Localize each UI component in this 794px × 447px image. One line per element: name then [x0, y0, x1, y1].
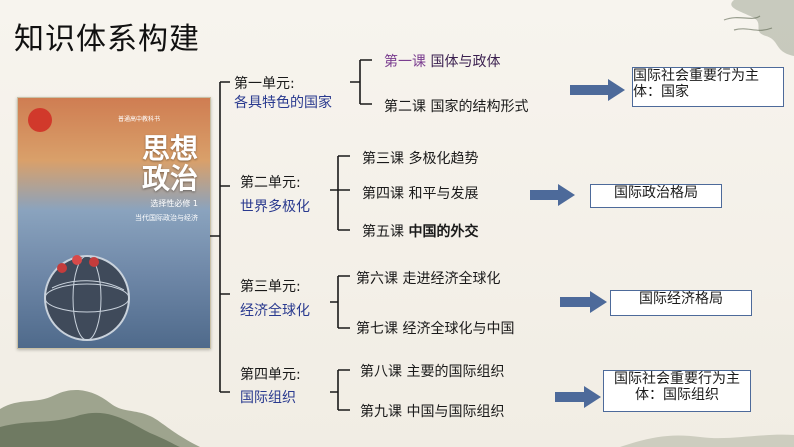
- book-subtitle: 选择性必修 1: [150, 199, 198, 208]
- arrow-icon: [560, 291, 607, 313]
- arrow-icon: [555, 386, 601, 408]
- lesson4-no: 第四课: [362, 186, 404, 202]
- lesson4-name: 和平与发展: [408, 186, 479, 202]
- arrow-icon: [570, 79, 625, 101]
- unit1-name: 各具特色的国家: [234, 95, 332, 111]
- unit3-name: 经济全球化: [240, 303, 310, 319]
- arrow-icon: [530, 184, 575, 206]
- unit4-result: 国际社会重要行为主体：国际组织: [603, 370, 751, 412]
- unit3-heading: 第三单元:: [240, 279, 301, 295]
- lesson8-name: 主要的国际组织: [406, 364, 505, 380]
- mountain-decoration: [0, 389, 794, 447]
- lesson1-name: 国体与政体: [430, 54, 501, 70]
- tree-decoration: [723, 0, 794, 56]
- lesson2-name: 国家的结构形式: [430, 99, 529, 115]
- lesson6-name: 走进经济全球化: [402, 271, 501, 287]
- lesson5-name: 中国的外交: [408, 224, 479, 240]
- unit2-heading: 第二单元:: [240, 175, 301, 191]
- lesson7-name: 经济全球化与中国: [402, 321, 515, 337]
- lesson6: 第六课 走进经济全球化: [356, 268, 500, 288]
- unit1-result: 国际社会重要行为主体：国家: [632, 67, 784, 107]
- book-title-line2: 政治: [141, 162, 198, 195]
- unit1-heading: 第一单元:: [234, 76, 295, 92]
- lesson1-no: 第一课: [384, 54, 426, 70]
- lesson3-name: 多极化趋势: [408, 151, 479, 167]
- unit4-heading: 第四单元:: [240, 367, 301, 383]
- unit2-result: 国际政治格局: [590, 184, 722, 208]
- lesson9: 第九课 中国与国际组织: [360, 401, 504, 421]
- lesson8: 第八课 主要的国际组织: [360, 361, 504, 381]
- textbook-cover: 普通高中教科书 思想 政治 选择性必修 1 当代国际政治与经济: [17, 97, 211, 349]
- page-title: 知识体系构建: [14, 22, 200, 57]
- book-title: 思想 政治: [142, 134, 198, 194]
- unit3-result: 国际经济格局: [610, 290, 752, 316]
- lesson8-no: 第八课: [360, 364, 402, 380]
- lesson6-no: 第六课: [356, 271, 398, 287]
- lesson2-no: 第二课: [384, 99, 426, 115]
- lesson9-no: 第九课: [360, 404, 402, 420]
- book-title-line1: 思想: [141, 132, 198, 165]
- lesson2: 第二课 国家的结构形式: [384, 96, 528, 116]
- lesson7-no: 第七课: [356, 321, 398, 337]
- book-subtitle2: 当代国际政治与经济: [135, 214, 198, 222]
- lesson5-no: 第五课: [362, 224, 404, 240]
- lesson7: 第七课 经济全球化与中国: [356, 318, 514, 338]
- unit4-name: 国际组织: [240, 390, 296, 406]
- lesson3-no: 第三课: [362, 151, 404, 167]
- lesson3: 第三课 多极化趋势: [362, 148, 478, 168]
- lesson4: 第四课 和平与发展: [362, 183, 478, 203]
- globe-icon: [44, 255, 130, 341]
- book-series: 普通高中教科书: [118, 116, 161, 123]
- unit2-name: 世界多极化: [240, 199, 310, 215]
- lesson9-name: 中国与国际组织: [406, 404, 505, 420]
- lesson1: 第一课 国体与政体: [384, 51, 500, 71]
- publisher-logo-icon: [28, 108, 52, 132]
- lesson5: 第五课 中国的外交: [362, 221, 478, 241]
